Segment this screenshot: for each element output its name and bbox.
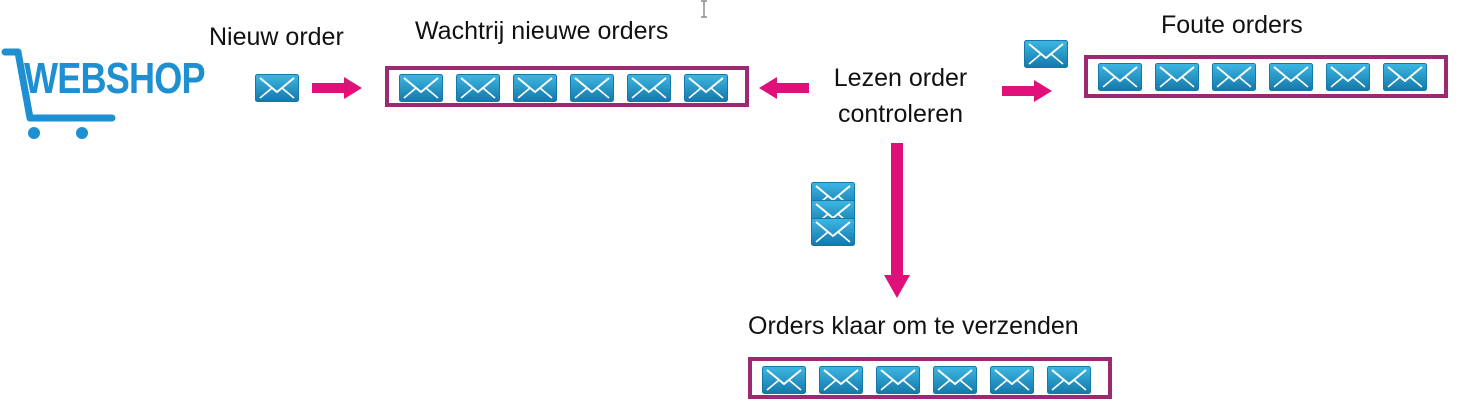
error-incoming-envelope-wrapper xyxy=(1024,40,1068,68)
ready-queue-envelope-1 xyxy=(762,366,806,394)
new-queue-envelope-2 xyxy=(456,74,500,102)
new-order-envelope-wrapper xyxy=(255,74,299,102)
ready-queue-envelope-6-wrapper xyxy=(1047,366,1091,394)
new-queue-envelope-1-wrapper xyxy=(399,74,443,102)
error-queue-envelope-5-wrapper xyxy=(1326,63,1370,91)
error-queue-envelope-6 xyxy=(1383,63,1427,91)
error-queue-envelope-5 xyxy=(1326,63,1370,91)
ready-queue-envelope-1-wrapper xyxy=(762,366,806,394)
ready-queue-envelope-5-wrapper xyxy=(990,366,1034,394)
arrow-process-to-ready xyxy=(884,143,910,298)
process-label-line2: controleren xyxy=(837,100,964,128)
new-queue-envelope-3-wrapper xyxy=(513,74,557,102)
shopping-cart-icon xyxy=(1,48,116,139)
ready-queue-envelope-2-wrapper xyxy=(819,366,863,394)
error-queue-envelope-2-wrapper xyxy=(1155,63,1199,91)
new-order-label: Nieuw order xyxy=(209,23,344,51)
ready-queue-envelope-4-wrapper xyxy=(933,366,977,394)
webshop-logo: WEBSHOP xyxy=(0,40,206,145)
error-queue-envelope-4 xyxy=(1269,63,1313,91)
new-queue-envelope-4 xyxy=(570,74,614,102)
arrow-new-to-queue xyxy=(312,77,362,99)
ready-queue-envelope-6 xyxy=(1047,366,1091,394)
new-queue-envelope-1 xyxy=(399,74,443,102)
error-queue-envelope-1-wrapper xyxy=(1098,63,1142,91)
new-queue-envelope-4-wrapper xyxy=(570,74,614,102)
new-queue-envelope-6-wrapper xyxy=(684,74,728,102)
error-orders-label: Foute orders xyxy=(1161,11,1303,39)
queue-new-label: Wachtrij nieuwe orders xyxy=(415,17,669,45)
arrow-process-to-errors xyxy=(1002,80,1052,102)
new-queue-envelope-2-wrapper xyxy=(456,74,500,102)
ready-queue-envelope-3 xyxy=(876,366,920,394)
ready-queue-envelope-5 xyxy=(990,366,1034,394)
error-queue-envelope-3-wrapper xyxy=(1212,63,1256,91)
ready-queue-envelope-2 xyxy=(819,366,863,394)
text-cursor-icon xyxy=(701,0,707,18)
error-queue-envelope-3 xyxy=(1212,63,1256,91)
error-queue-envelope-2 xyxy=(1155,63,1199,91)
error-queue-envelope-1 xyxy=(1098,63,1142,91)
ready-queue-envelope-3-wrapper xyxy=(876,366,920,394)
new-queue-envelope-6 xyxy=(684,74,728,102)
new-queue-envelope-3 xyxy=(513,74,557,102)
ready-queue-envelope-4 xyxy=(933,366,977,394)
logo-text: WEBSHOP xyxy=(24,54,206,103)
ready-orders-label: Orders klaar om te verzenden xyxy=(748,312,1079,340)
stack-envelope-3-wrapper xyxy=(811,218,855,246)
new-order-envelope xyxy=(255,74,299,102)
error-incoming-envelope xyxy=(1024,40,1068,68)
new-queue-envelope-5-wrapper xyxy=(627,74,671,102)
error-queue-envelope-4-wrapper xyxy=(1269,63,1313,91)
process-label-line1: Lezen order xyxy=(833,64,968,92)
new-queue-envelope-5 xyxy=(627,74,671,102)
stack-envelope-3 xyxy=(811,218,855,246)
arrow-process-to-queue xyxy=(759,77,809,99)
error-queue-envelope-6-wrapper xyxy=(1383,63,1427,91)
